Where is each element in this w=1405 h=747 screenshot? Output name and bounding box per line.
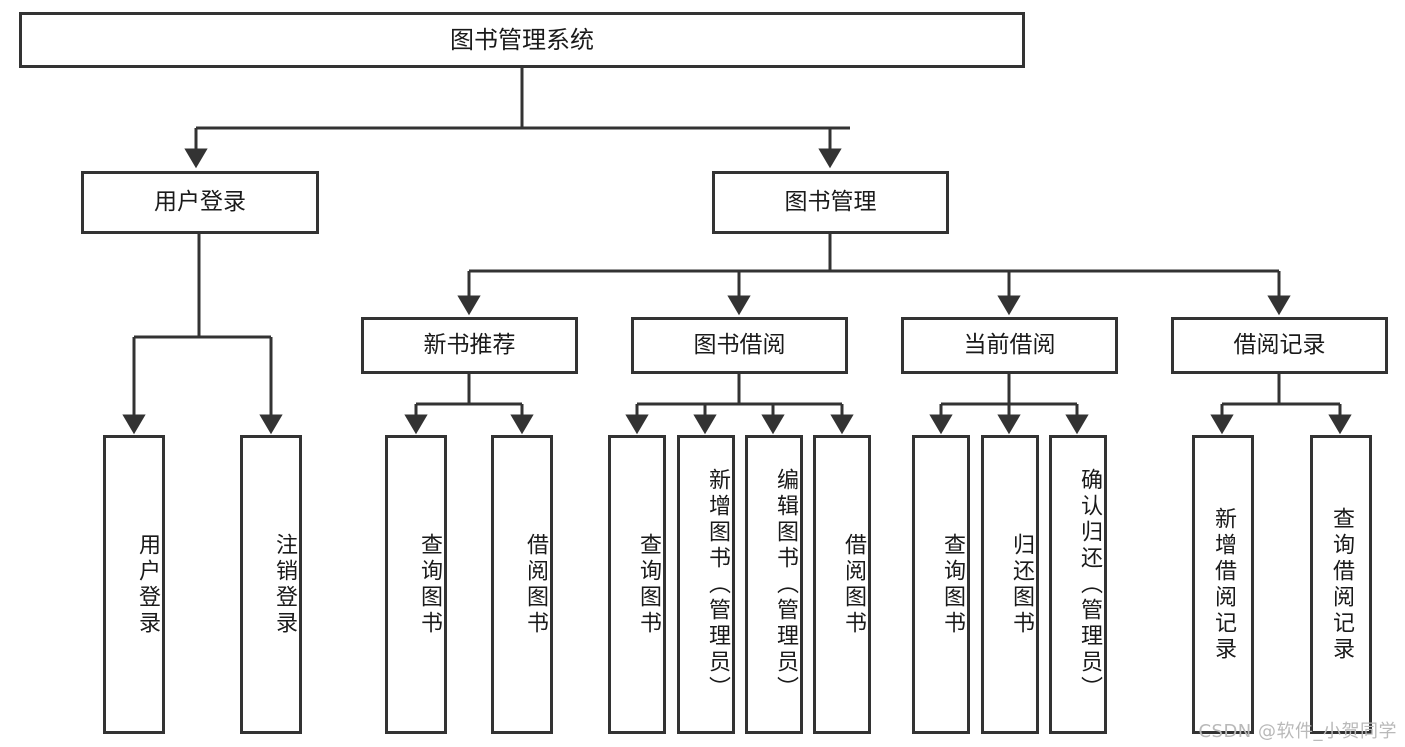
- node-current-borrow-label: 当前借阅: [963, 331, 1056, 358]
- node-new-book-recommend-label: 新书推荐: [423, 331, 516, 358]
- node-leaf-confirm-return[interactable]: 确认归还（管理员）: [1049, 435, 1107, 734]
- node-leaf-add-book[interactable]: 新增图书（管理员）: [677, 435, 735, 734]
- node-leaf-query-borrow-record-label: 查询借阅记录: [1328, 506, 1354, 663]
- node-leaf-edit-book-label: 编辑图书（管理员）: [773, 467, 798, 702]
- node-leaf-user-login[interactable]: 用户登录: [103, 435, 165, 734]
- node-leaf-add-book-label: 新增图书（管理员）: [705, 467, 730, 702]
- node-borrow-record[interactable]: 借阅记录: [1171, 317, 1388, 374]
- node-leaf-borrow-book-borrow[interactable]: 借阅图书: [813, 435, 871, 734]
- node-leaf-query-book-recommend-label: 查询图书: [417, 532, 442, 637]
- node-leaf-borrow-book-borrow-label: 借阅图书: [841, 532, 866, 637]
- node-leaf-return-book[interactable]: 归还图书: [981, 435, 1039, 734]
- node-leaf-borrow-book-recommend-label: 借阅图书: [523, 532, 548, 637]
- node-user-login[interactable]: 用户登录: [81, 171, 319, 234]
- node-book-borrow-label: 图书借阅: [693, 331, 786, 358]
- node-leaf-user-login-label: 用户登录: [135, 532, 160, 637]
- node-leaf-query-book-current[interactable]: 查询图书: [912, 435, 970, 734]
- node-root-book-management-system[interactable]: 图书管理系统: [19, 12, 1025, 68]
- node-leaf-confirm-return-label: 确认归还（管理员）: [1077, 467, 1102, 702]
- node-current-borrow[interactable]: 当前借阅: [901, 317, 1118, 374]
- node-leaf-return-book-label: 归还图书: [1009, 532, 1034, 637]
- node-user-login-label: 用户登录: [154, 188, 246, 215]
- node-leaf-borrow-book-recommend[interactable]: 借阅图书: [491, 435, 553, 734]
- node-leaf-query-borrow-record[interactable]: 查询借阅记录: [1310, 435, 1372, 734]
- node-book-manage-label: 图书管理: [784, 188, 877, 215]
- node-leaf-add-borrow-record-label: 新增借阅记录: [1210, 506, 1236, 663]
- node-leaf-add-borrow-record[interactable]: 新增借阅记录: [1192, 435, 1254, 734]
- node-book-borrow[interactable]: 图书借阅: [631, 317, 848, 374]
- node-leaf-query-book-borrow-label: 查询图书: [636, 532, 661, 637]
- node-leaf-query-book-borrow[interactable]: 查询图书: [608, 435, 666, 734]
- node-new-book-recommend[interactable]: 新书推荐: [361, 317, 578, 374]
- node-leaf-user-logout[interactable]: 注销登录: [240, 435, 302, 734]
- node-book-manage[interactable]: 图书管理: [712, 171, 949, 234]
- node-leaf-query-book-recommend[interactable]: 查询图书: [385, 435, 447, 734]
- node-leaf-query-book-current-label: 查询图书: [940, 532, 965, 637]
- node-root-label: 图书管理系统: [450, 25, 594, 54]
- node-borrow-record-label: 借阅记录: [1233, 331, 1326, 358]
- node-leaf-user-logout-label: 注销登录: [272, 532, 297, 637]
- node-leaf-edit-book[interactable]: 编辑图书（管理员）: [745, 435, 803, 734]
